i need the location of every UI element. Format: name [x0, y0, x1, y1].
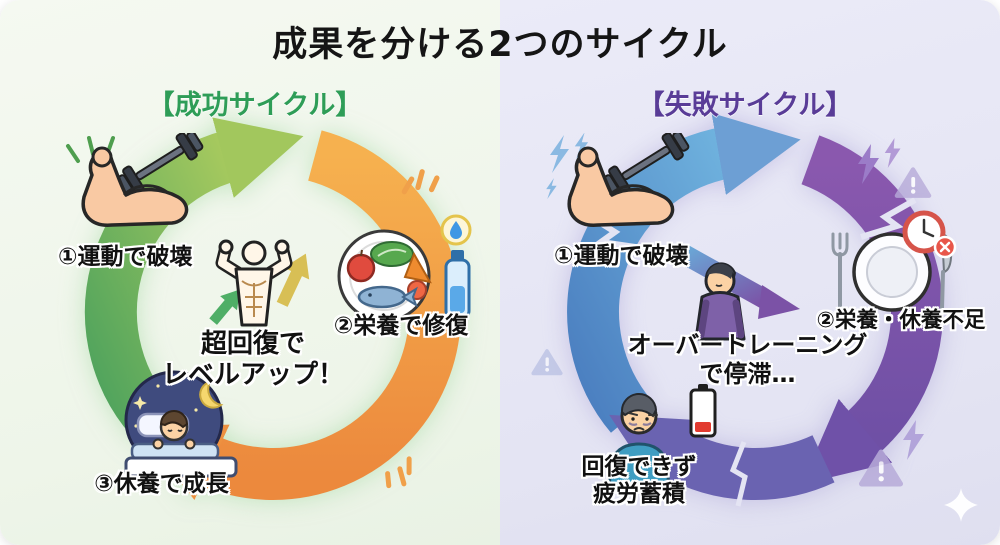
- lightning-icon: [858, 144, 879, 184]
- sleep-moon-icon: [124, 370, 238, 478]
- failure-center-line1: オーバートレーニング: [627, 331, 868, 359]
- greens-icon: [370, 241, 414, 267]
- bicep-dumbbell-icon: [66, 133, 204, 227]
- moon-icon: [199, 380, 224, 409]
- success-heading: 【成功サイクル】: [147, 90, 363, 121]
- lightning-icon: [903, 420, 924, 460]
- crack-mark: [729, 441, 748, 507]
- bicep-dumbbell-lightning-icon: [546, 133, 690, 227]
- failure-center-text: オーバートレーニング で停滞…: [620, 331, 875, 389]
- empty-plate-clock-icon: [831, 210, 957, 312]
- bed-icon: [124, 456, 238, 478]
- success-center-line2: レベルアップ！: [161, 360, 344, 390]
- success-center-text: 超回復で レベルアップ！: [143, 329, 363, 391]
- success-step1-label: ①運動で破壊: [58, 244, 193, 270]
- emphasis-lines-icon: [401, 169, 440, 195]
- fish-icon: [357, 285, 407, 309]
- tired-person-battery-icon: [607, 384, 717, 490]
- warning-triangle-icon: [858, 449, 904, 487]
- failure-heading: 【失敗サイクル】: [637, 90, 853, 121]
- success-center-line1: 超回復で: [200, 329, 305, 359]
- lightning-icon: [884, 138, 901, 168]
- muscle-figure-icon: [209, 239, 310, 327]
- emphasis-lines-icon: [385, 456, 412, 489]
- up-arrow-icon: [209, 289, 241, 325]
- apple-icon: [346, 253, 376, 283]
- fork-icon: [831, 232, 849, 308]
- crack-mark: [860, 197, 917, 240]
- failure-center-line2: で停滞…: [699, 360, 796, 388]
- failure-step3-line2: 疲労蓄積: [593, 481, 685, 507]
- lightning-icon: [546, 133, 589, 199]
- slumped-figure-down-arrow-icon: [677, 244, 800, 341]
- failure-step2-label: ②栄養・休養不足: [816, 308, 986, 333]
- up-arrow-icon: [276, 253, 310, 307]
- sparkle-icon: [944, 488, 978, 522]
- warning-triangle-icon: [531, 349, 563, 376]
- nutrition-plate-icon: [337, 214, 472, 323]
- success-cycle-ring: [84, 117, 461, 501]
- success-step3-label: ③休養で成長: [94, 471, 229, 497]
- failure-step3-line1: 回復できず: [581, 454, 697, 480]
- carrot-icon: [403, 251, 432, 284]
- page-title: 成果を分ける2つのサイクル: [272, 25, 728, 65]
- failure-step3-label: 回復できず 疲労蓄積: [550, 454, 728, 508]
- low-battery-icon: [689, 384, 717, 438]
- success-step2-label: ②栄養で修復: [333, 313, 469, 339]
- no-time-clock-icon: [902, 210, 957, 259]
- failure-step1-label: ①運動で破壊: [554, 243, 689, 269]
- warning-triangle-icon: [894, 167, 932, 198]
